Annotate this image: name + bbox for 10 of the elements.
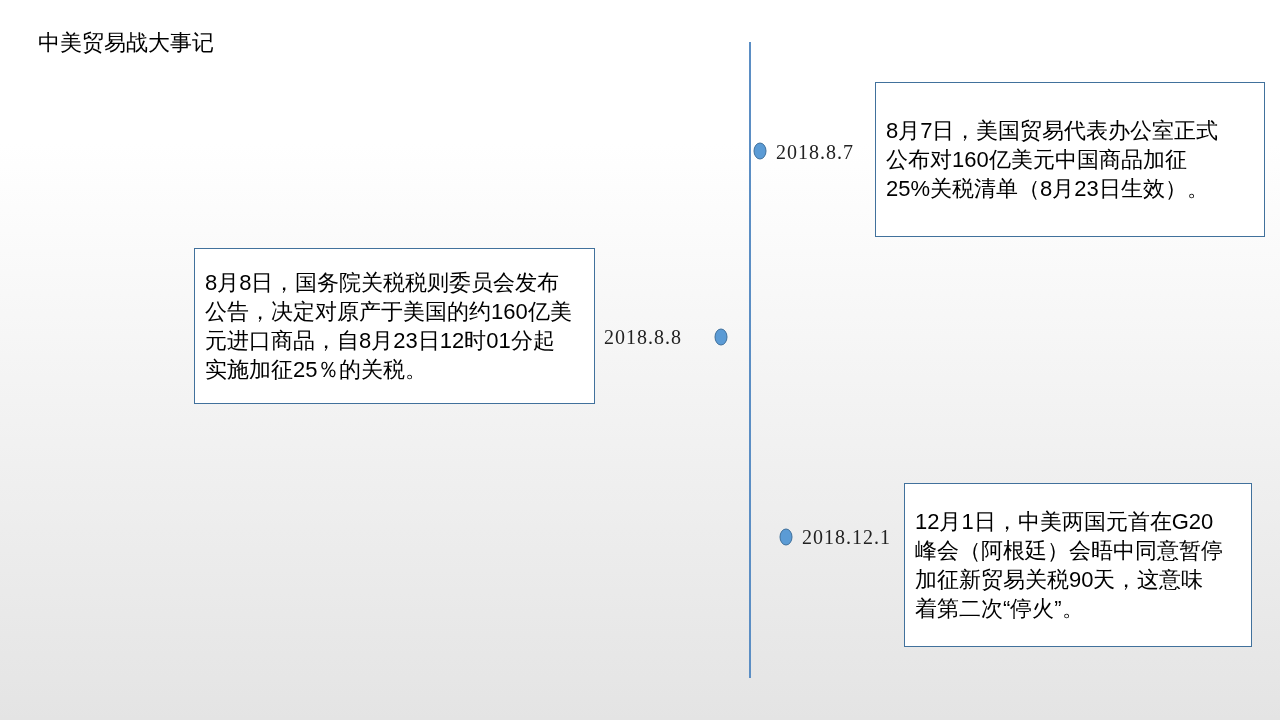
event-text: 8月8日，国务院关税税则委员会发布公告，决定对原产于美国的约160亿美元进口商品，自8月23日12时01分起实施加征25％的关税。 <box>205 269 573 384</box>
event-text: 8月7日，美国贸易代表办公室正式公布对160亿美元中国商品加征25%关税清单（8月23日生效）。 <box>886 117 1220 203</box>
event-box <box>875 82 1265 237</box>
event-box <box>904 483 1252 647</box>
date-label: 2018.8.8 <box>604 325 683 350</box>
event-text: 12月1日，中美两国元首在G20峰会（阿根廷）会晤中同意暂停加征新贸易关税90天，这意味着第二次“停火”。 <box>915 508 1224 623</box>
date-label: 2018.8.7 <box>776 140 855 165</box>
title: 中美贸易战大事记 <box>38 29 214 57</box>
event-box <box>194 248 595 404</box>
date-label: 2018.12.1 <box>802 525 892 550</box>
